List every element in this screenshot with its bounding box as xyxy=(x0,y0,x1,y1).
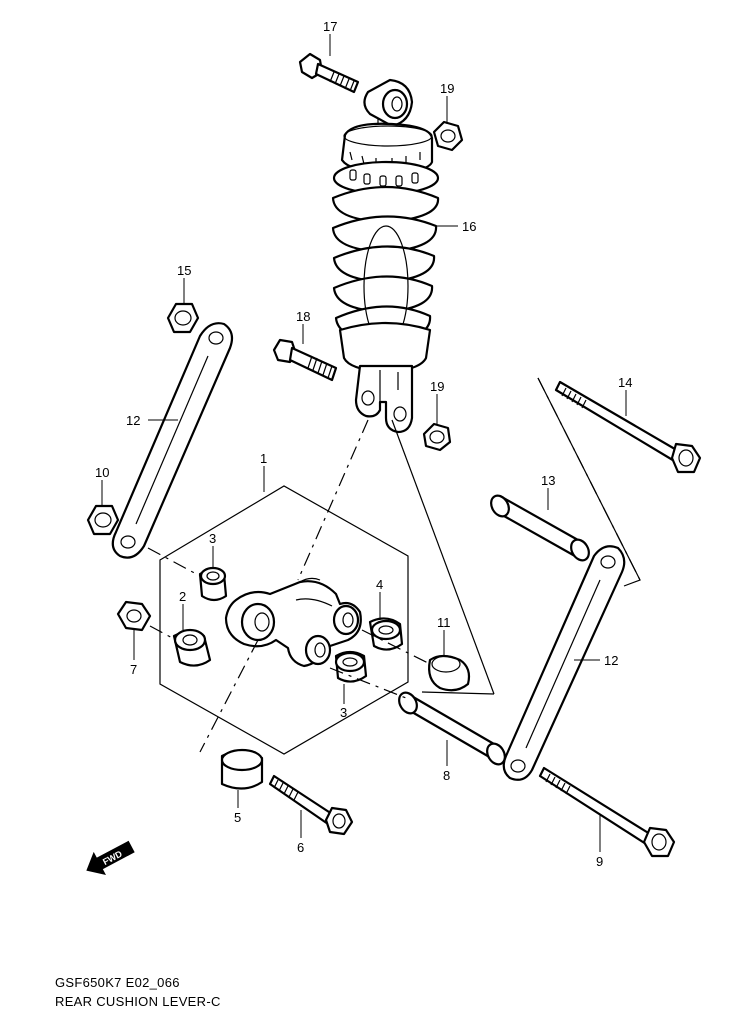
nut-10[interactable] xyxy=(86,504,120,536)
callout-16: 16 xyxy=(462,219,476,234)
callout-9: 9 xyxy=(596,854,603,869)
callout-12-left: 12 xyxy=(126,413,140,428)
diagram-title: REAR CUSHION LEVER-C xyxy=(55,994,221,1009)
nut-7[interactable] xyxy=(116,600,152,632)
bearing-4[interactable] xyxy=(368,617,404,651)
bolt-9[interactable] xyxy=(538,766,676,858)
cushion-rod-12-left[interactable] xyxy=(111,322,234,559)
collar-8[interactable] xyxy=(396,689,509,767)
callout-3-lower: 3 xyxy=(340,705,347,720)
cushion-lever[interactable] xyxy=(224,577,362,668)
callout-7: 7 xyxy=(130,662,137,677)
diagram-code: GSF650K7 E02_066 xyxy=(55,975,180,990)
callout-14: 14 xyxy=(618,375,632,390)
callout-12-right: 12 xyxy=(604,653,618,668)
cushion-rod-12-right[interactable] xyxy=(502,545,626,781)
shock-bottom-clevis xyxy=(354,364,414,434)
callout-3-upper: 3 xyxy=(209,531,216,546)
nut-19-upper[interactable] xyxy=(432,120,464,152)
bearing-3-lower[interactable] xyxy=(334,650,368,683)
bolt-18[interactable] xyxy=(272,338,338,382)
bearing-3-upper[interactable] xyxy=(198,566,228,602)
collar-11[interactable] xyxy=(428,654,471,692)
fwd-arrow-icon: FWD xyxy=(86,840,135,875)
callout-13: 13 xyxy=(541,473,555,488)
callout-11: 11 xyxy=(437,615,451,630)
callout-19-lower: 19 xyxy=(430,379,444,394)
collar-5[interactable] xyxy=(220,748,264,790)
callout-19-upper: 19 xyxy=(440,81,454,96)
callout-10: 10 xyxy=(95,465,109,480)
callout-1: 1 xyxy=(260,451,267,466)
callout-18: 18 xyxy=(296,309,310,324)
leader-lines xyxy=(101,34,627,852)
lever-assembly-outline xyxy=(159,485,409,755)
bolt-17[interactable] xyxy=(298,52,360,94)
nut-15[interactable] xyxy=(166,302,200,334)
collar-13[interactable] xyxy=(488,492,593,563)
callout-5: 5 xyxy=(234,810,241,825)
assembly-lines xyxy=(147,377,641,753)
bolt-6[interactable] xyxy=(268,774,354,836)
bearing-2[interactable] xyxy=(172,628,212,667)
callout-2: 2 xyxy=(179,589,186,604)
bolt-14[interactable] xyxy=(554,380,702,474)
callout-4: 4 xyxy=(376,577,383,592)
callout-8: 8 xyxy=(443,768,450,783)
callout-15: 15 xyxy=(177,263,191,278)
callout-6: 6 xyxy=(297,840,304,855)
nut-19-lower[interactable] xyxy=(422,422,452,452)
rear-shock-absorber[interactable] xyxy=(331,78,440,434)
spring-seat-holes xyxy=(349,169,419,187)
shock-top-eye xyxy=(363,78,414,132)
callout-numbers: 17 19 16 15 18 19 14 12 10 1 13 3 4 2 11… xyxy=(95,19,632,869)
shock-lower-body xyxy=(338,321,432,374)
callout-17: 17 xyxy=(323,19,337,34)
